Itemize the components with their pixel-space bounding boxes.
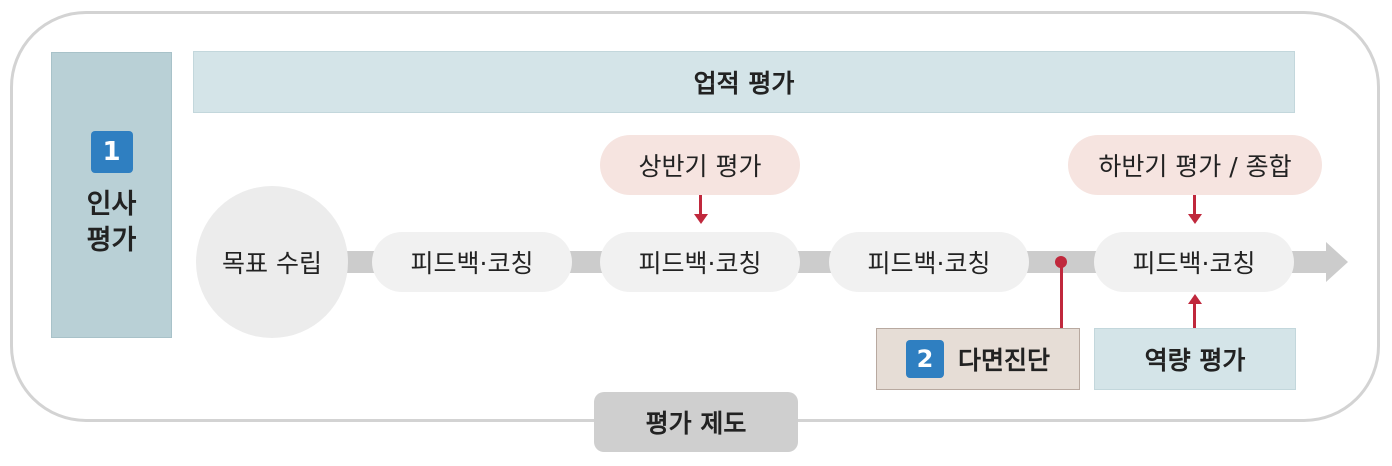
second-half-arrow-icon: [1188, 214, 1202, 224]
feedback-coaching-step-1: 피드백·코칭: [372, 232, 572, 292]
competency-evaluation-box: 역량 평가: [1094, 328, 1296, 390]
hr-label-line1: 인사: [86, 188, 137, 220]
feedback-coaching-step-2: 피드백·코칭: [600, 232, 800, 292]
multi-diagnosis-label: 다면진단: [957, 346, 1050, 375]
first-half-connector-line: [699, 195, 702, 215]
feedback-coaching-step-3: 피드백·코칭: [829, 232, 1029, 292]
first-half-evaluation: 상반기 평가: [600, 135, 800, 195]
timeline-track: [320, 251, 1330, 273]
multi-diagnosis-box: 2 다면진단: [876, 328, 1080, 390]
hr-number-badge: 1: [90, 130, 133, 173]
hr-label-line2: 평가: [86, 225, 137, 256]
performance-evaluation-bar: 업적 평가: [193, 51, 1295, 113]
second-half-overall-evaluation: 하반기 평가 / 종합: [1068, 135, 1322, 195]
timeline-arrow-head: [1326, 242, 1348, 282]
first-half-arrow-icon: [694, 214, 708, 224]
hr-evaluation-panel: 1 인사 평가: [51, 52, 172, 338]
second-half-connector-line: [1193, 195, 1196, 215]
goal-setting-node: 목표 수립: [196, 186, 348, 338]
feedback-coaching-step-4: 피드백·코칭: [1094, 232, 1294, 292]
evaluation-system-label: 평가 제도: [594, 392, 798, 452]
multi-diagnosis-number-badge: 2: [905, 340, 944, 378]
hr-evaluation-label: 인사 평가: [87, 187, 137, 260]
multi-diagnosis-connector-line: [1060, 266, 1063, 328]
competency-connector-line: [1193, 303, 1196, 328]
multi-diagnosis-point-icon: [1055, 256, 1067, 268]
competency-arrow-icon: [1188, 294, 1202, 304]
